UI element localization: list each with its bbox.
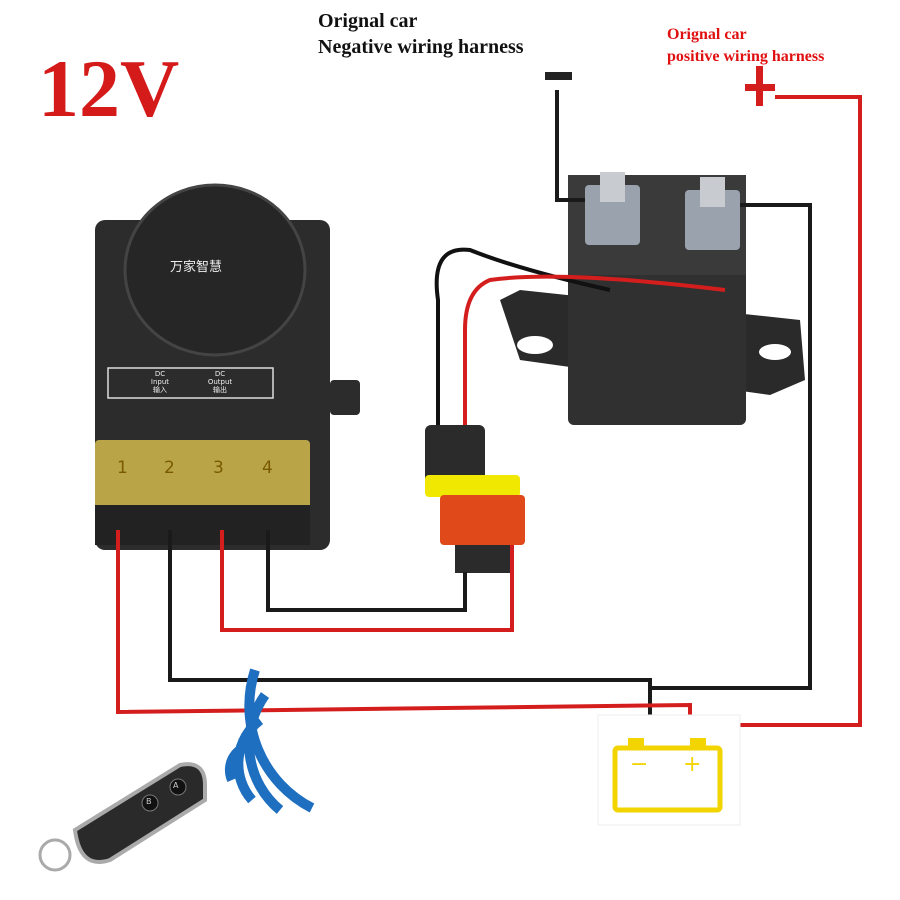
dc-input-label: DC Input 输入 xyxy=(140,370,180,394)
positive-label-line2: positive wiring harness xyxy=(667,48,825,65)
wireless-signal-icon xyxy=(224,668,315,814)
positive-label-line1: Orignal car xyxy=(667,26,747,43)
battery-minus: − xyxy=(630,752,649,777)
positive-terminal-bolt xyxy=(685,190,740,250)
battery-icon xyxy=(597,714,741,826)
terminal-1: 1 xyxy=(117,458,128,478)
negative-terminal-bolt xyxy=(585,185,640,245)
voltage-label: 12V xyxy=(38,43,180,134)
positive-harness-label: Orignal car positive wiring harness xyxy=(667,24,824,68)
negative-harness-label: Orignal car Negative wiring harness xyxy=(318,8,524,60)
terminal-3: 3 xyxy=(213,458,224,478)
negative-label-line1: Orignal car xyxy=(318,10,418,32)
dc-output-line1: DC xyxy=(214,370,226,378)
dc-input-line2: Input xyxy=(150,378,170,386)
minus-symbol-icon xyxy=(545,72,572,80)
remote-control xyxy=(38,762,207,872)
receiver-brand: 万家智慧 xyxy=(170,260,223,275)
battery-plus: + xyxy=(683,752,702,777)
remote-button-b xyxy=(141,794,159,812)
terminal-2: 2 xyxy=(164,458,175,478)
remote-button-a xyxy=(169,778,187,796)
dc-input-line3: 输入 xyxy=(153,386,167,394)
dc-output-label: DC Output 输出 xyxy=(198,370,242,394)
solenoid-relay xyxy=(500,172,805,425)
dc-output-line2: Output xyxy=(207,378,233,386)
dc-input-line1: DC xyxy=(154,370,166,378)
remote-label-a: A xyxy=(173,781,179,790)
keyring-icon xyxy=(38,838,72,872)
dc-output-line3: 输出 xyxy=(213,386,227,394)
terminal-cover xyxy=(95,440,310,515)
remote-label-b: B xyxy=(146,797,152,806)
waterproof-connector xyxy=(425,425,525,573)
receiver-module xyxy=(95,183,360,550)
negative-label-line2: Negative wiring harness xyxy=(318,36,524,58)
terminal-4: 4 xyxy=(262,458,273,478)
